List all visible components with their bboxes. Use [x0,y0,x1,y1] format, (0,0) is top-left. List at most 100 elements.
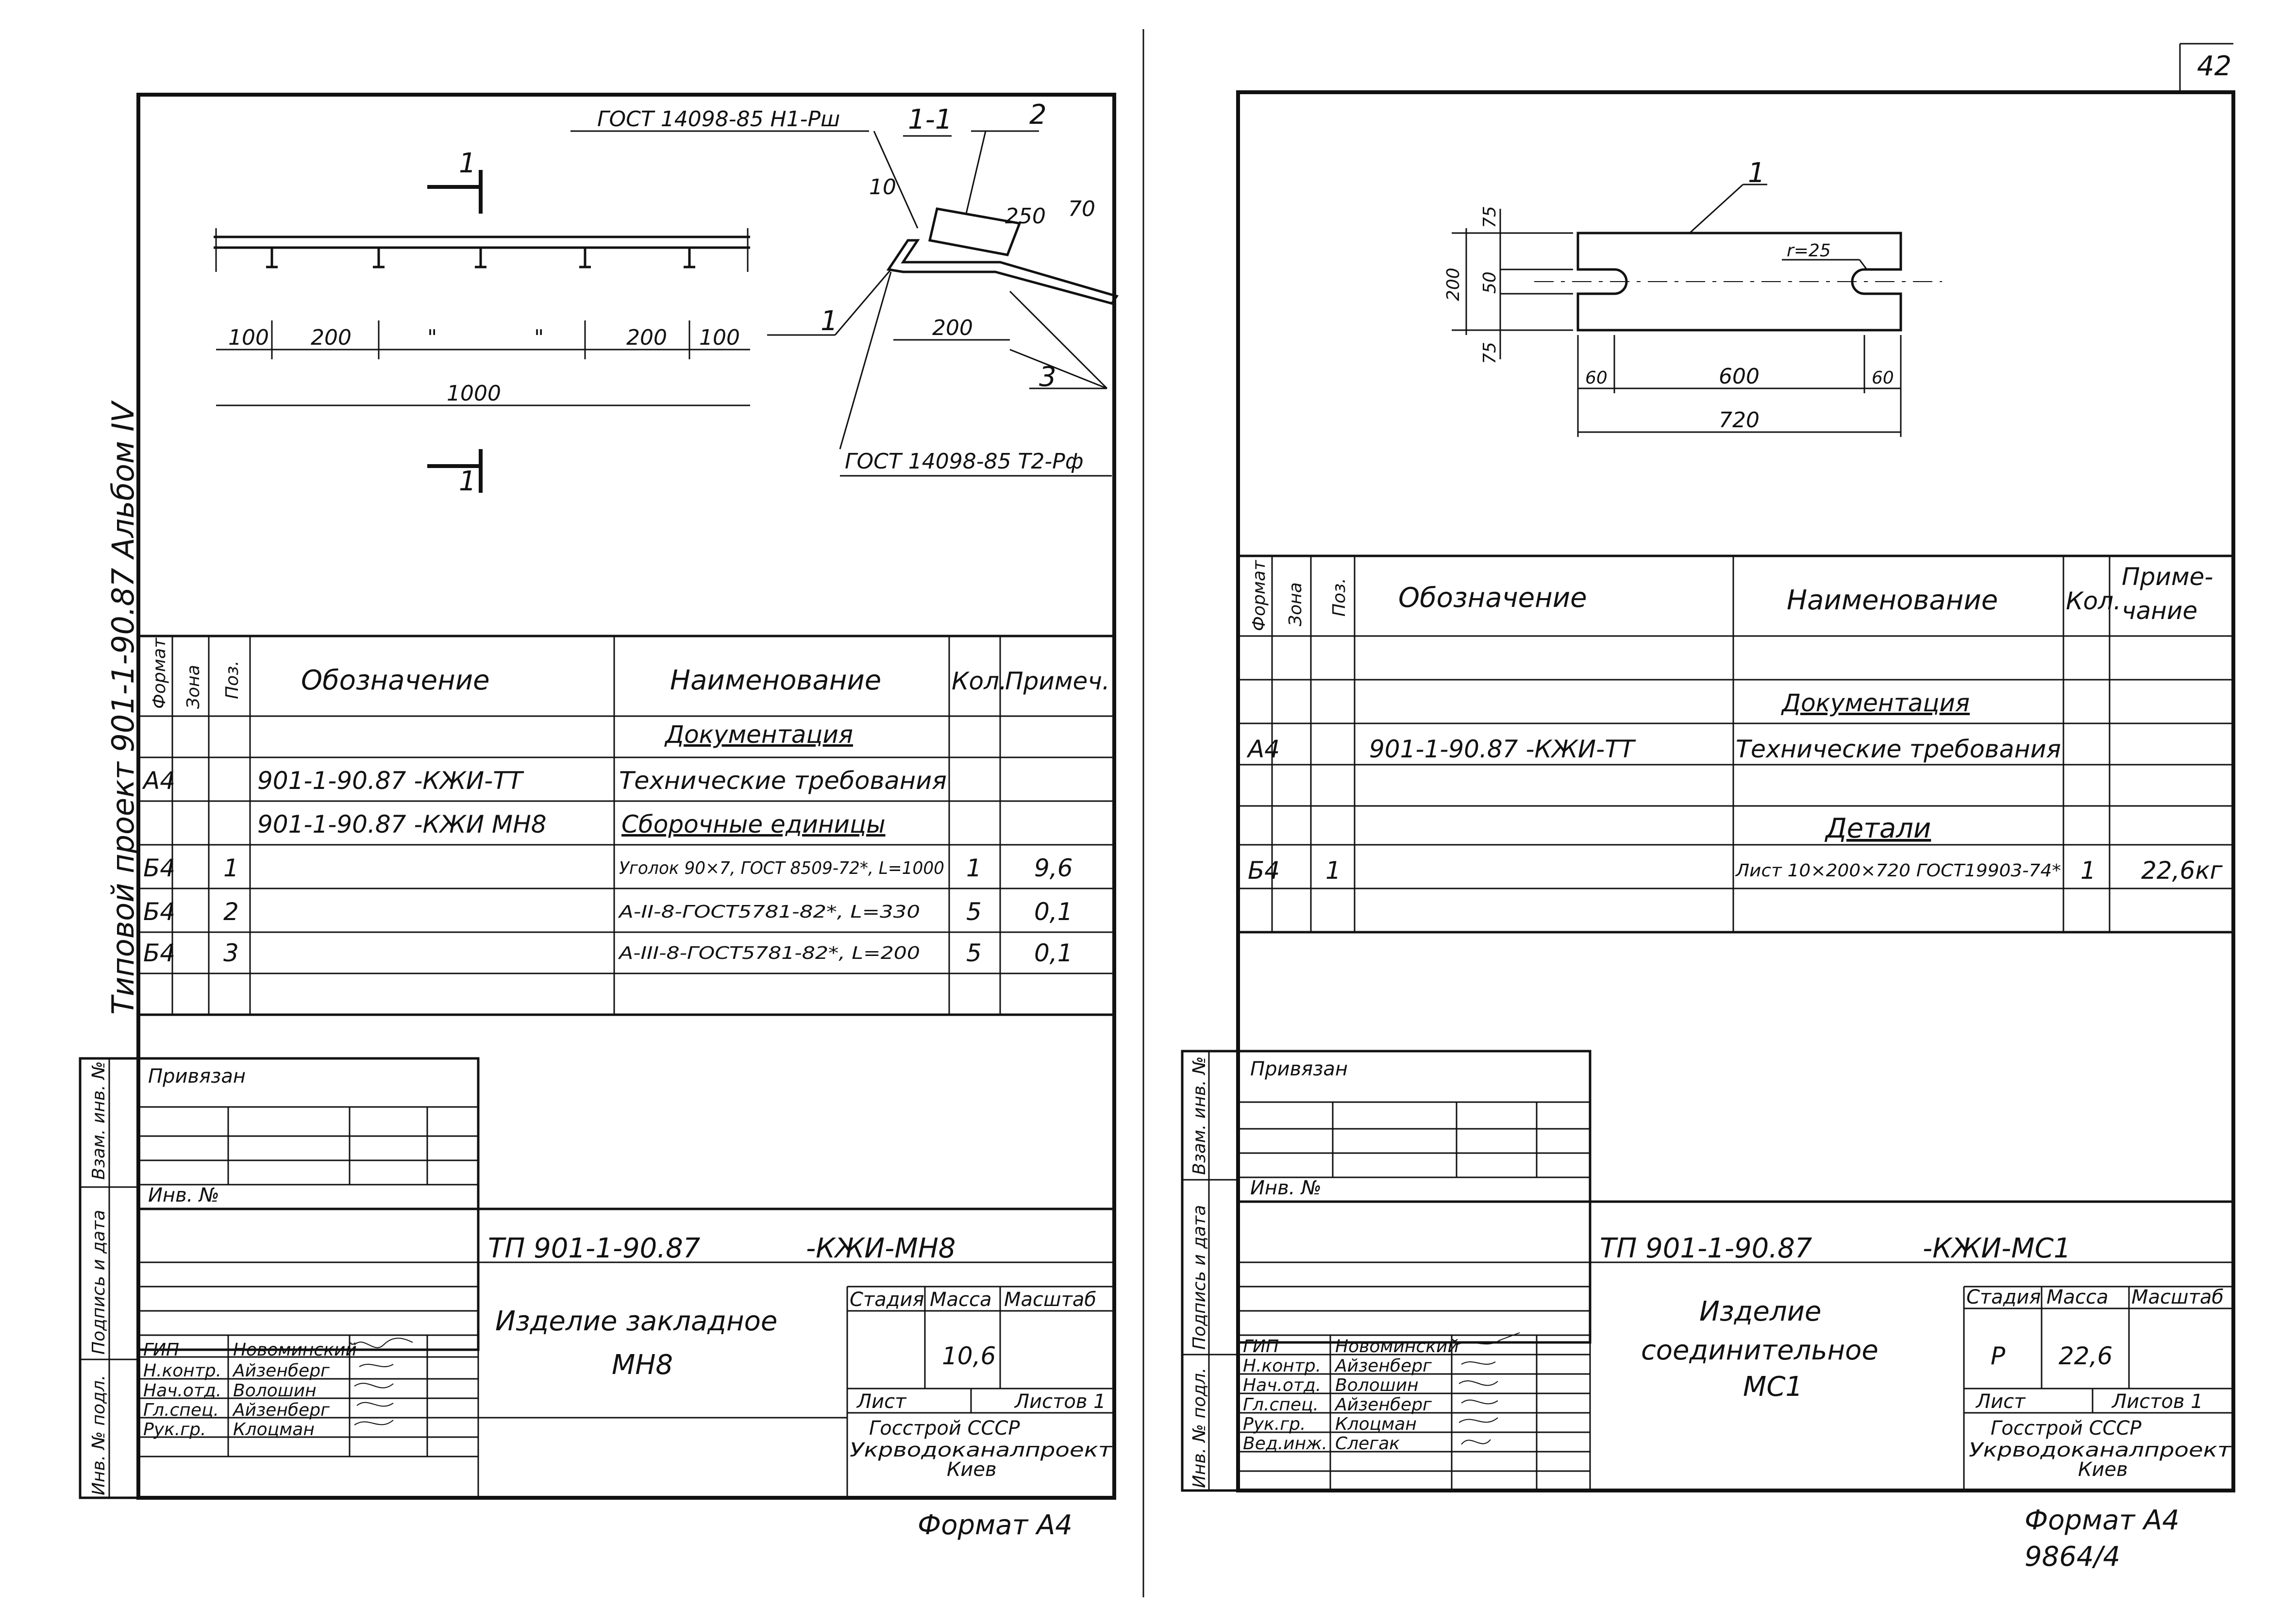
left-stamp-col3: Взам. инв. № [89,1061,109,1180]
left-row1-format: А4 [142,767,175,795]
right-row3-qty: 1 [2080,856,2096,885]
left-row1-name: Технические требования [619,767,947,795]
left-hdr-note: Примеч. [1005,667,1110,695]
left-hdr-pos: Поз. [222,660,242,699]
right-row3-name: Лист 10×200×720 ГОСТ19903-74* [1735,861,2061,881]
left-row2-name: Сборочные единицы [621,810,886,838]
left-row5-format: Б4 [143,939,175,967]
right-title-block: ТП 901-1-90.87 -КЖИ-МС1 Изделие соединит… [1237,1200,2235,1492]
left-dim-100a: 100 [228,325,269,350]
right-dim-50: 50 [1480,271,1500,294]
right-side-stamp: Взам. инв. № Подпись и дата Инв. № подл. [1181,1050,1240,1492]
left-row3-name: Уголок 90×7, ГОСТ 8509-72*, L=1000 [619,858,944,878]
inventory-number: 9864/4 [2025,1541,2120,1573]
left-org-line1: Госстрой СССР [869,1417,1020,1440]
left-row2-designation: 901-1-90.87 -КЖИ МН8 [257,810,547,838]
right-role-4: Рук.гр. [1243,1414,1306,1434]
left-sec-dim-10: 10 [869,175,896,200]
right-dim-200: 200 [1443,268,1463,301]
right-stage-label: Стадия [1966,1286,2041,1308]
left-role-1: Н.контр. [143,1361,221,1381]
left-name-0: Новоминский [233,1340,357,1360]
callout-bottom: ГОСТ 14098-85 Т2-Рф [845,449,1083,474]
left-title-block: ТП 901-1-90.87 -КЖИ-МН8 Изделие закладно… [137,1207,1116,1499]
left-row5-qty: 5 [966,939,982,967]
right-hdr-qty: Кол. [2066,587,2121,615]
left-inv-label: Инв. № [148,1184,219,1206]
left-product-line2: МН8 [612,1349,673,1381]
left-name-1: Айзенберг [232,1361,330,1381]
right-row1-designation: 901-1-90.87 -КЖИ-ТТ [1369,735,1636,763]
right-org-line3: Киев [2078,1458,2128,1481]
left-sheet: Типовой проект 901-1-90.87 Альбом IV 100 [79,93,1119,1541]
left-hdr-designation: Обозначение [301,665,490,696]
right-dim-720: 720 [1719,408,1760,433]
left-row5-note: 0,1 [1034,939,1073,967]
right-dim-600: 600 [1719,364,1760,389]
right-row2-name: Детали [1824,813,1931,844]
left-row3-qty: 1 [966,854,982,882]
right-product-line1: Изделие [1699,1296,1821,1327]
right-role-3: Гл.спец. [1243,1395,1319,1415]
right-hdr-designation: Обозначение [1398,582,1587,614]
right-org-line1: Госстрой СССР [1991,1417,2142,1440]
right-dim-75a: 75 [1480,206,1500,228]
sheet-number-box [2179,43,2233,92]
right-name-5: Слегак [1335,1434,1400,1454]
right-stage-value: Р [1991,1342,2006,1370]
leader-2: 2 [1029,99,1047,131]
right-product-line3: МС1 [1743,1371,1803,1403]
right-stamp-col3: Взам. инв. № [1190,1056,1209,1175]
right-name-3: Айзенберг [1334,1395,1432,1415]
right-part-drawing: 1 r=25 75 200 50 75 60 600 60 720 [1443,157,1942,437]
leader-1: 1 [821,305,838,337]
left-mass-value: 10,6 [942,1342,996,1370]
left-row4-name: А-II-8-ГОСТ5781-82*, L=330 [618,902,920,922]
right-scale-label: Масштаб [2131,1286,2224,1308]
left-role-2: Нач.отд. [143,1381,221,1401]
left-mass-label: Масса [930,1289,992,1311]
right-leader-1: 1 [1748,157,1765,189]
right-name-1: Айзенберг [1334,1356,1432,1376]
left-row4-format: Б4 [143,898,175,926]
left-sec-dim-250: 250 [1005,204,1046,229]
right-radius: r=25 [1787,241,1831,261]
left-format-note: Формат А4 [918,1509,1073,1541]
left-dim-ditto-b: " [534,325,544,350]
left-row0-name: Документация [664,720,853,749]
right-dim-60b: 60 [1872,368,1894,388]
right-sheets-label: Листов 1 [2111,1390,2203,1413]
left-dim-ditto-a: " [427,325,437,350]
right-hdr-note-1: Приме- [2122,563,2213,591]
left-dim-200b: 200 [626,325,667,350]
right-frame [1236,90,2235,1492]
right-code-suffix: -КЖИ-МС1 [1923,1233,2071,1264]
right-sheet-label: Лист [1975,1390,2026,1413]
left-part-drawing: 100 200 " " 200 100 1000 1 1 [214,148,750,497]
right-stamp-col2: Подпись и дата [1190,1205,1209,1350]
left-org-line2: Укрводоканалпроект [850,1439,1113,1461]
left-code: ТП 901-1-90.87 [488,1233,701,1264]
left-row1-designation: 901-1-90.87 -КЖИ-ТТ [257,767,524,795]
left-attach-block: Привязан Инв. № [137,1057,480,1351]
left-sheet-label: Лист [856,1390,907,1413]
left-dim-200a: 200 [311,325,352,350]
left-side-title: Типовой проект 901-1-90.87 Альбом IV [105,400,141,1015]
left-row5-pos: 3 [223,939,239,967]
leader-3: 3 [1039,361,1056,393]
left-hdr-format: Формат [150,637,169,709]
left-scale-label: Масштаб [1004,1289,1096,1311]
section-mark-top: 1 [459,148,476,179]
right-row0-name: Документация [1781,689,1970,717]
right-name-2: Волошин [1335,1375,1419,1395]
right-name-4: Клоцман [1335,1414,1417,1434]
left-product-line1: Изделие закладное [495,1306,777,1337]
right-attach-block: Привязан Инв. № [1237,1050,1592,1344]
left-signatures [354,1338,413,1425]
right-stamp-col1: Инв. № подл. [1190,1368,1209,1488]
right-format-note: Формат А4 [2025,1505,2179,1536]
left-hdr-zone: Зона [184,665,203,709]
right-role-5: Вед.инж. [1243,1434,1327,1454]
right-name-0: Новоминский [1335,1337,1459,1357]
